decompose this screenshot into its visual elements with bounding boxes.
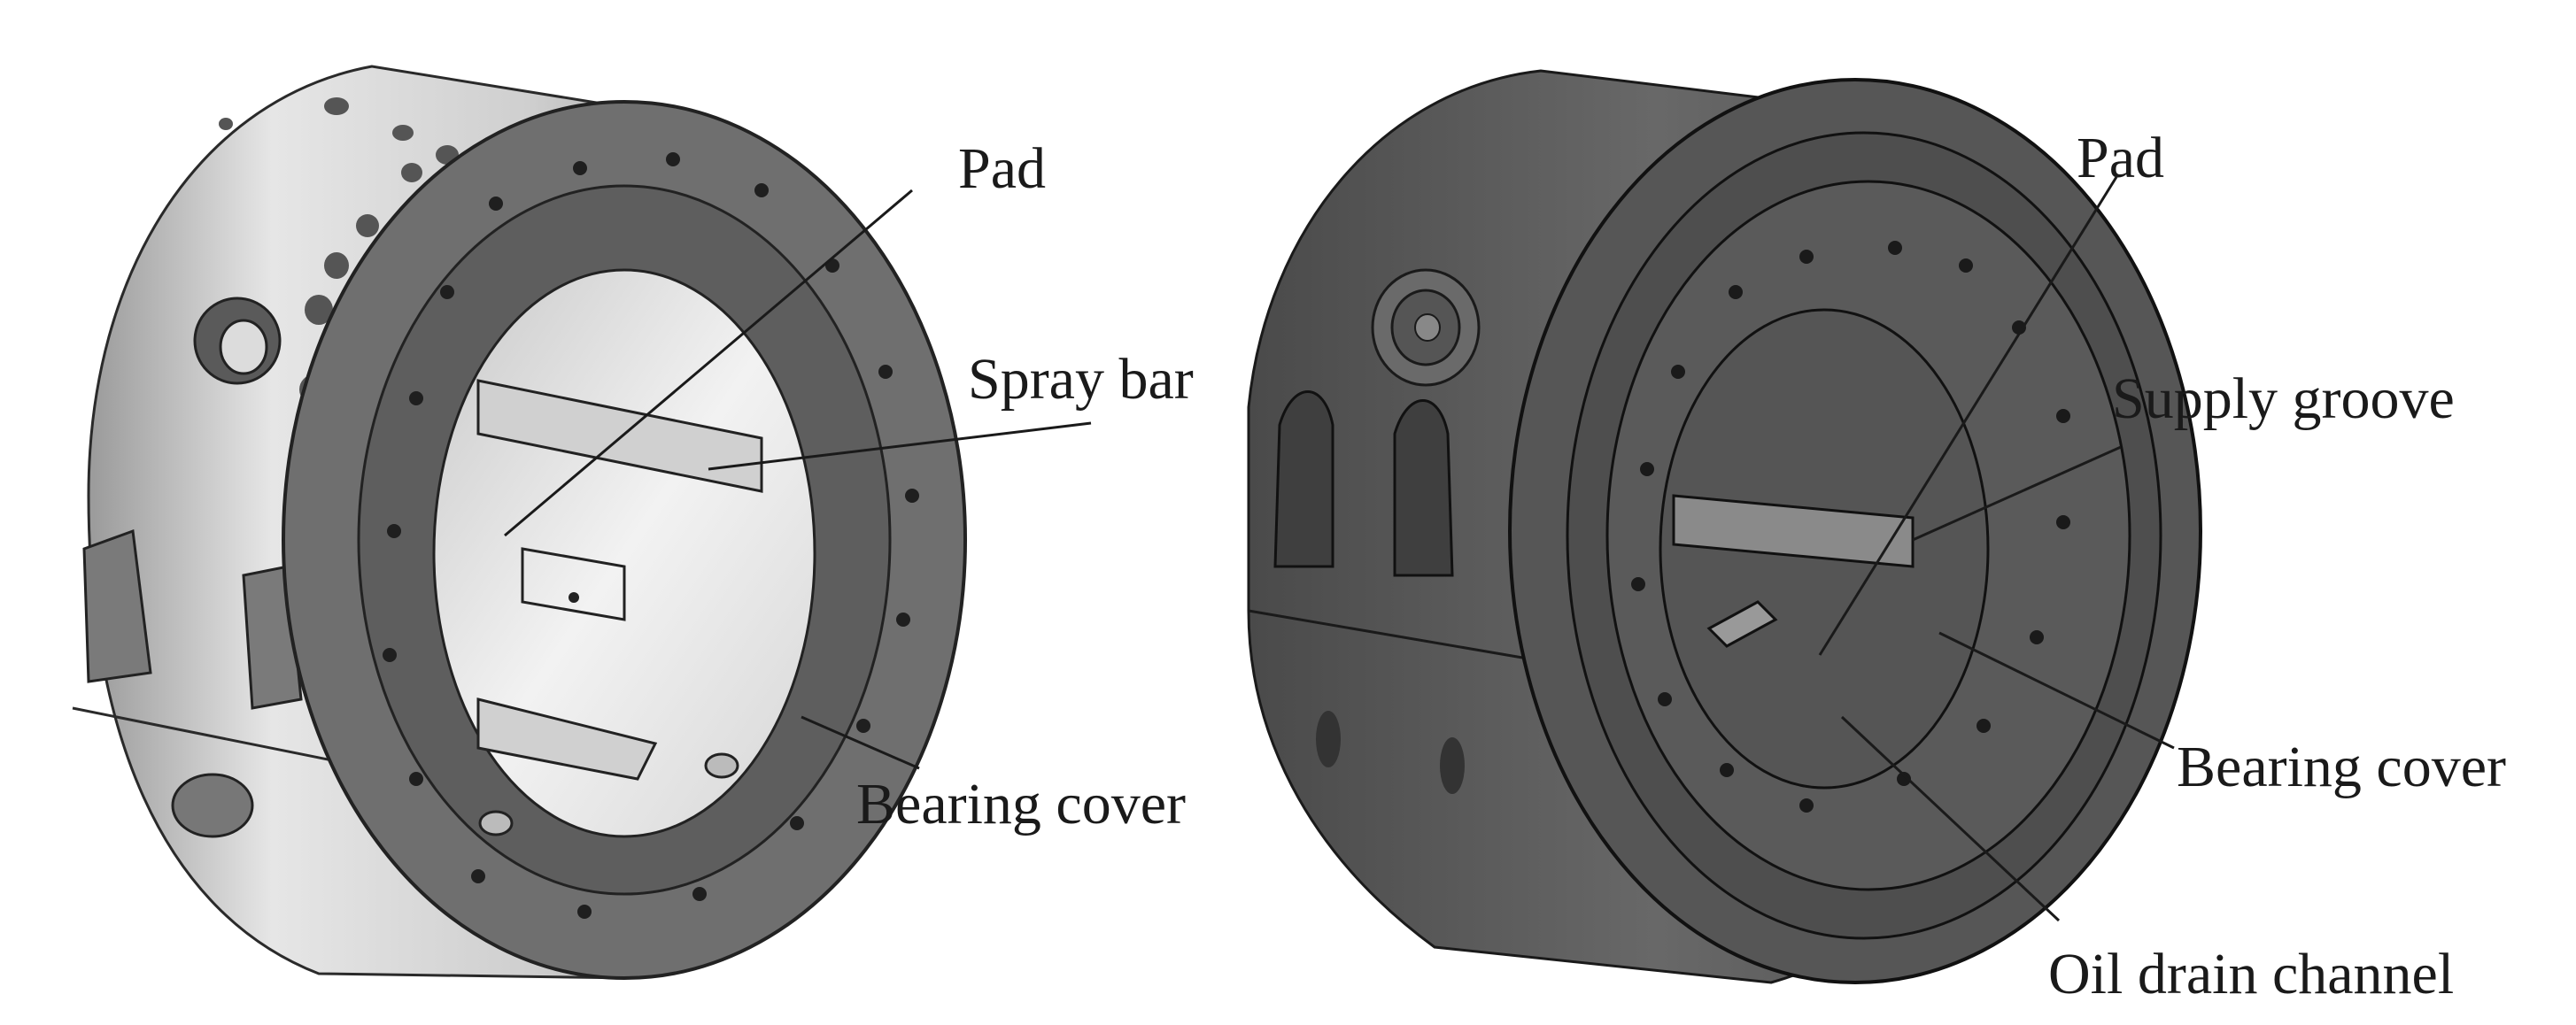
left-bearing-cover [282,100,967,980]
right-supply-groove-leader [1912,445,2122,542]
left-pad-window [521,547,626,621]
right-bearing-view: Pad Supply groove Bearing cover Oil drai… [1247,69,2506,1006]
left-spray-bar-label: Spray bar [968,347,1194,412]
right-pad-leader [1818,176,2118,656]
right-supply-groove [1672,494,1915,568]
right-pad-label: Pad [2077,126,2164,190]
right-oil-drain-channel-leader [1840,715,2061,922]
right-bearing-cover-leader [1938,631,2175,750]
left-bearing-view: Pad Spray bar Bearing cover [72,65,1194,980]
left-bearing-cover-label: Bearing cover [856,772,1186,836]
left-spray-bar-leader [708,421,1092,471]
right-bearing-cover [1508,78,2202,984]
right-bearing-cover-label: Bearing cover [2177,735,2506,799]
right-supply-groove-label: Supply groove [2112,366,2455,431]
left-spray-bar-upper [476,379,763,493]
left-spray-bar-lower [476,697,658,781]
right-oil-drain-channel-label: Oil drain channel [2048,942,2454,1006]
left-pad-label: Pad [958,136,1046,201]
left-bearing-cover-leader [801,715,920,770]
left-pad-leader [504,189,913,537]
right-pad-window [1706,600,1778,648]
